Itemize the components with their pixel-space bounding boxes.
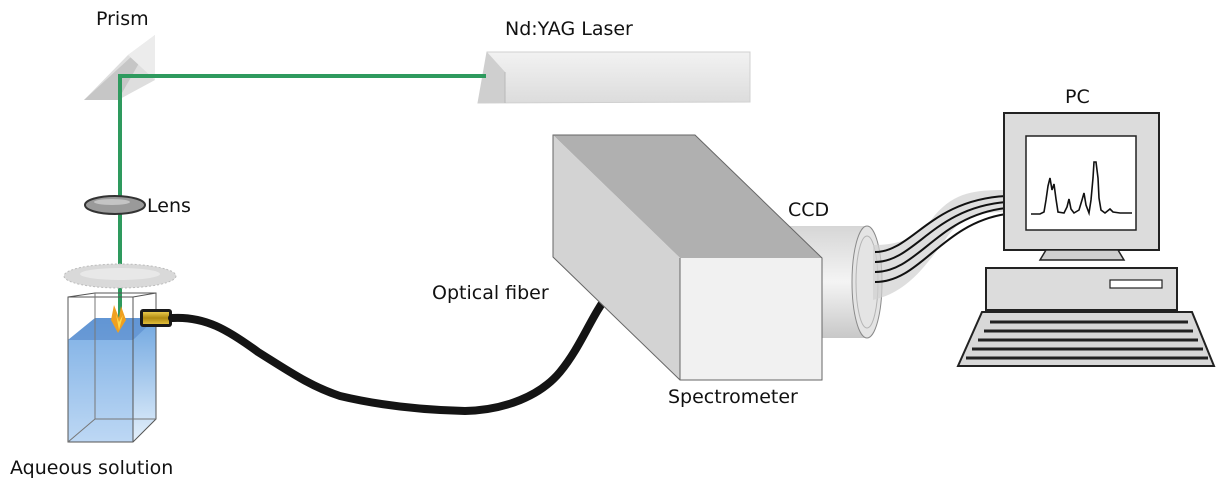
aqueous-solution-label: Aqueous solution [10, 457, 173, 479]
prism-label: Prism [96, 8, 149, 30]
ccd-label: CCD [788, 199, 829, 221]
pc-label: PC [1065, 86, 1090, 108]
nd-yag-laser [477, 51, 751, 104]
laser-beam [118, 74, 486, 322]
prism [84, 35, 155, 100]
spectrometer-label: Spectrometer [668, 386, 798, 408]
fiber-connector-cuvette [140, 309, 172, 327]
cuvette [67, 292, 157, 443]
spectrum-trace [1031, 161, 1132, 217]
spectrometer [552, 134, 823, 381]
laser-label: Nd:YAG Laser [505, 18, 633, 40]
lens [84, 195, 146, 215]
lens-label: Lens [147, 195, 191, 217]
optical-fiber-cable [168, 286, 622, 416]
plasma-spark-icon [111, 305, 126, 333]
optical-fiber-label: Optical fiber [432, 282, 549, 304]
pc [956, 112, 1216, 367]
data-cable [873, 190, 1007, 300]
cuvette-lid [63, 263, 177, 289]
